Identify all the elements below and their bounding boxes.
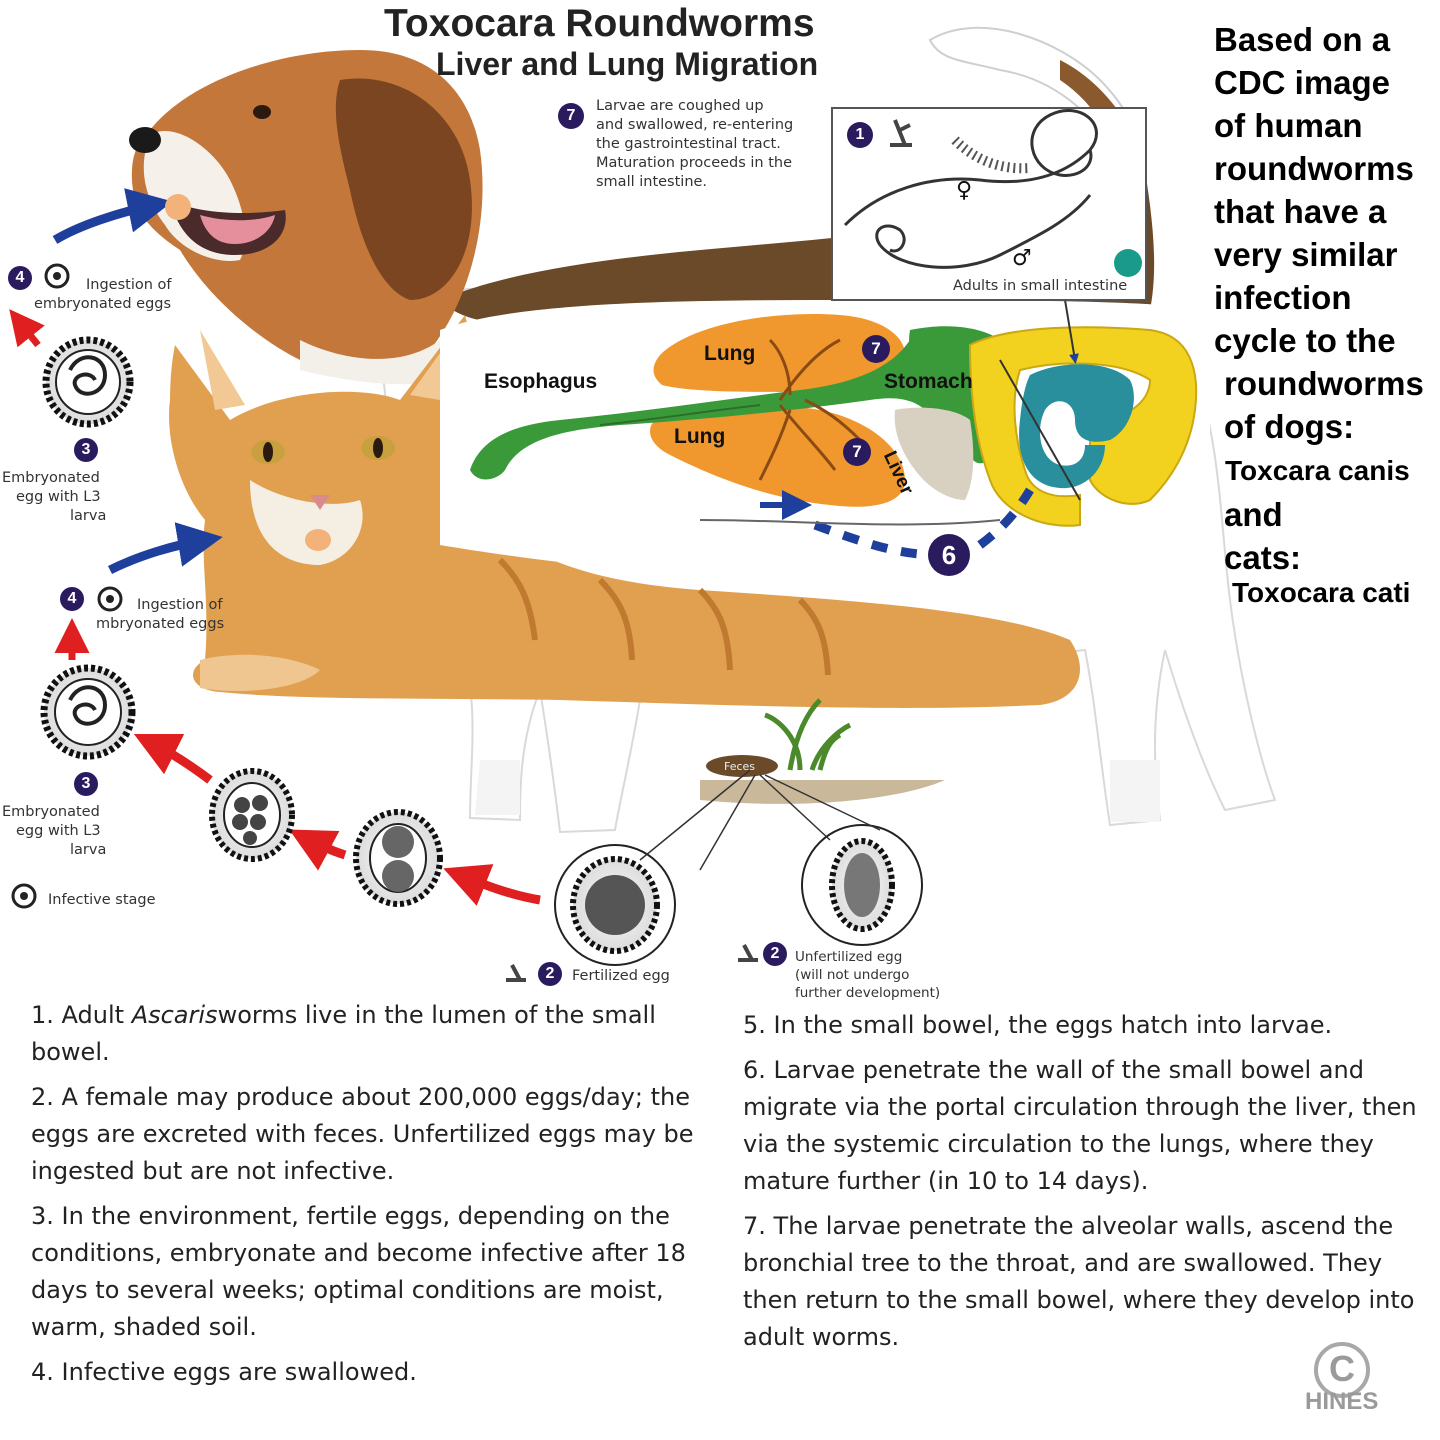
unfertilized-line: further development) — [795, 985, 941, 1001]
side-line-2: of human — [1214, 107, 1363, 144]
embryonated-line: larva — [70, 508, 107, 524]
badge-6: 6 — [928, 534, 970, 576]
cats-word: cats: — [1224, 539, 1302, 576]
embryonated-egg-top — [42, 336, 134, 428]
small-intestine-shape — [1019, 364, 1134, 489]
biohazard-icon-legend — [11, 883, 37, 909]
side-line-1: CDC image — [1214, 64, 1391, 101]
cat-figure — [169, 315, 1080, 708]
lung-bottom-shape — [650, 404, 905, 507]
cat-species: Toxocara cati — [1232, 577, 1411, 608]
embryonated-line: Embryonated — [2, 804, 100, 820]
side-line-5: very similar — [1214, 236, 1398, 273]
step-1: 1. Adult Ascarisworms live in the lumen … — [31, 997, 731, 1071]
badge-7-note: 7 — [558, 103, 584, 129]
stomach-label: Stomach — [884, 370, 973, 393]
morula-egg — [209, 768, 295, 862]
liver-shape — [894, 407, 974, 500]
feces-label: Feces — [724, 760, 756, 773]
fertilized-egg-label: Fertilized egg — [572, 968, 670, 984]
side-note: Based on a CDC image of human roundworms… — [1214, 18, 1424, 448]
lifecycle-illustration — [9, 26, 1277, 982]
step-4: 4. Infective eggs are swallowed. — [31, 1358, 417, 1386]
side-line-0: Based on a — [1214, 21, 1391, 58]
steps-right-column: 5. In the small bowel, the eggs hatch in… — [743, 1007, 1433, 1364]
step-1-post: worms live in the lumen of the small bow… — [31, 1001, 656, 1066]
copyright-circle — [1314, 1342, 1370, 1398]
biohazard-icon-cat — [97, 586, 123, 612]
unfertilized-line: (will not undergo — [795, 967, 910, 983]
male-symbol: ♂ — [1012, 246, 1032, 271]
lung-bottom-label: Lung — [674, 425, 726, 448]
side-line-8: roundworms — [1224, 365, 1424, 402]
step7-note-line: Maturation proceeds in the — [596, 155, 793, 171]
unfertilized-egg-label: Unfertilized egg (will not undergo furth… — [795, 948, 940, 1002]
infective-stage-label: Infective stage — [48, 892, 156, 908]
title-line2: Liver and Lung Migration — [436, 46, 819, 82]
side-line-7: cycle to the — [1214, 322, 1396, 359]
step-2: 2. A female may produce about 200,000 eg… — [31, 1083, 694, 1185]
badge-7-lung-top: 7 — [862, 335, 890, 363]
lung-top-label: Lung — [704, 342, 756, 365]
badge-3-top: 3 — [74, 438, 98, 462]
step-1-pre: 1. Adult — [31, 1001, 132, 1029]
female-symbol: ♀ — [956, 178, 973, 203]
side-line-6: infection — [1214, 279, 1352, 316]
large-intestine-shape — [968, 326, 1198, 527]
microscope-icon-unfertilized — [738, 944, 758, 962]
step-5: 5. In the small bowel, the eggs hatch in… — [743, 1011, 1333, 1039]
and-word: and — [1224, 496, 1283, 533]
steps-left-column: 1. Adult Ascarisworms live in the lumen … — [31, 997, 731, 1399]
step7-note-line: small intestine. — [596, 174, 708, 190]
step7-note: Larvae are coughed up and swallowed, re-… — [596, 97, 793, 192]
side-line-3: roundworms — [1214, 150, 1414, 187]
ingestion-label-dog-1: Ingestion of — [86, 277, 172, 293]
biohazard-icon-dog — [44, 263, 70, 289]
embryonated-line: larva — [70, 842, 107, 858]
esophagus-label: Esophagus — [484, 370, 598, 393]
badge-7-lung-bottom: 7 — [843, 438, 871, 466]
copyright-symbol: C — [1329, 1348, 1355, 1389]
badge-2-unfertilized: 2 — [763, 942, 787, 966]
adults-label: Adults in small intestine — [953, 278, 1128, 294]
dog-species: Toxcara canis — [1225, 455, 1410, 486]
copyright-name: HINES — [1305, 1388, 1379, 1415]
unfertilized-line: Unfertilized egg — [795, 949, 903, 965]
step7-note-line: Larvae are coughed up — [596, 98, 764, 114]
microscope-icon-fertilized — [506, 964, 526, 982]
badge-3-bottom: 3 — [74, 772, 98, 796]
step7-note-line: the gastrointestinal tract. — [596, 136, 781, 152]
embryonated-egg-bottom — [40, 664, 136, 760]
adults-box — [831, 107, 1147, 301]
embryonated-line: egg with L3 — [16, 489, 101, 505]
unfertilized-egg — [801, 824, 923, 946]
step-1-italic: Ascaris — [131, 1001, 218, 1029]
microscope-icon — [890, 119, 912, 147]
side-line-4: that have a — [1214, 193, 1387, 230]
badge-2-fertilized: 2 — [538, 962, 562, 986]
badge-4-cat: 4 — [60, 587, 84, 611]
two-cell-egg — [353, 809, 443, 907]
side-line-9: of dogs: — [1224, 408, 1355, 445]
title-line1: Toxocara Roundworms — [384, 2, 815, 45]
step-7: 7. The larvae penetrate the alveolar wal… — [743, 1212, 1415, 1351]
badge-1: 1 — [847, 122, 873, 148]
step-3: 3. In the environment, fertile eggs, dep… — [31, 1202, 686, 1341]
badge-4-dog: 4 — [8, 266, 32, 290]
embryonated-label-top: Embryonated egg with L3 larva — [2, 469, 142, 526]
fertilized-egg — [554, 844, 676, 966]
step-6: 6. Larvae penetrate the wall of the smal… — [743, 1056, 1417, 1195]
embryonated-line: Embryonated — [2, 470, 100, 486]
ingestion-label-cat-2: mbryonated eggs — [96, 616, 225, 632]
ingestion-label-cat-1: Ingestion of — [137, 597, 223, 613]
esophagus-shape — [470, 326, 1011, 480]
step7-note-line: and swallowed, re-entering — [596, 117, 794, 133]
embryonated-label-bottom: Embryonated egg with L3 larva — [2, 803, 142, 860]
embryonated-line: egg with L3 — [16, 823, 101, 839]
ingestion-label-dog-2: embryonated eggs — [34, 296, 172, 312]
